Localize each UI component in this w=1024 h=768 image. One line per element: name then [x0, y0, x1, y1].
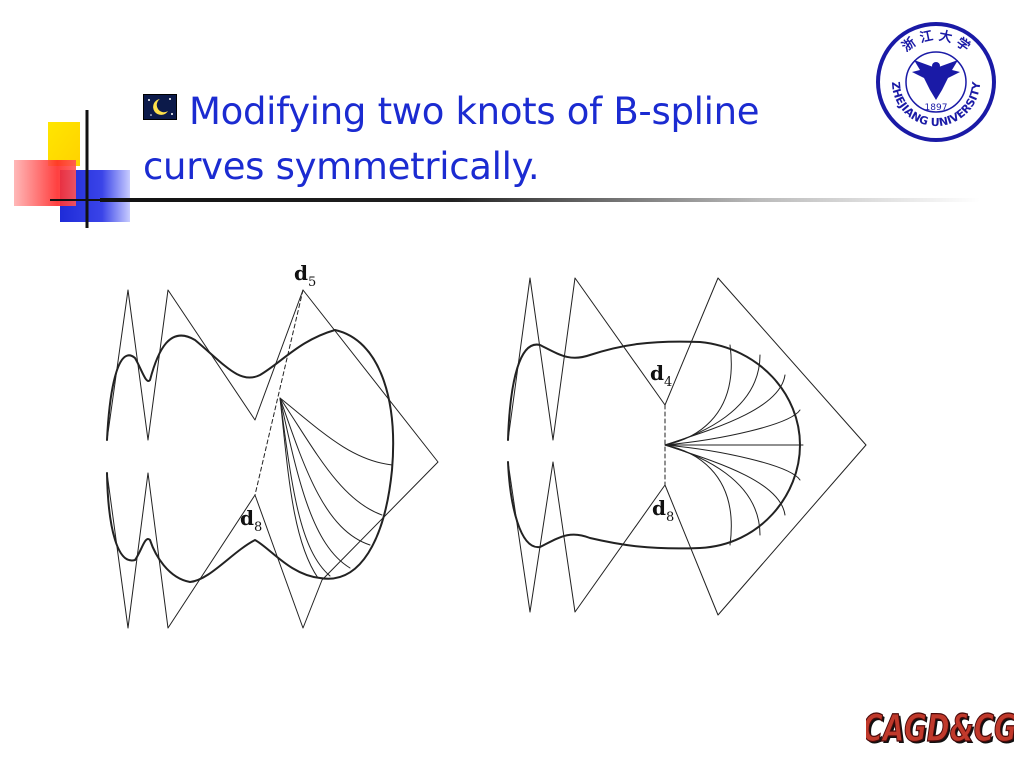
title-divider — [100, 198, 980, 202]
eagle-icon — [912, 60, 960, 100]
title-line-2: curves symmetrically. — [143, 145, 540, 188]
cagd-cg-footer-logo: CAGD&CG CAGD&CG — [866, 706, 1014, 752]
left-bspline-curve — [106, 329, 395, 583]
left-label-d5: d5 — [294, 261, 316, 290]
right-label-d4: d4 — [650, 361, 672, 390]
left-dashed-chord — [254, 289, 304, 496]
left-curve-fan — [279, 397, 393, 579]
right-curve-fan — [664, 344, 804, 546]
right-control-polygon — [507, 277, 867, 616]
decorative-corner-blocks — [14, 110, 140, 228]
footer-text: CAGD&CG — [866, 706, 1014, 750]
left-label-d8: d8 — [240, 506, 262, 535]
zhejiang-university-logo: 浙 江 大 学 ZHEJIANG UNIVERSITY 1897 — [876, 22, 996, 142]
logo-year: 1897 — [925, 103, 948, 113]
bspline-figure: d5 d8 d4 d8 — [106, 261, 867, 629]
right-label-d8: d8 — [652, 496, 674, 525]
footer-text-shadow: CAGD&CG — [866, 708, 1014, 752]
left-control-polygon — [106, 289, 439, 629]
title-line-1: Modifying two knots of B-spline — [189, 90, 760, 133]
slide-title: Modifying two knots of B-spline curves s… — [143, 84, 863, 194]
moon-icon — [143, 94, 177, 120]
